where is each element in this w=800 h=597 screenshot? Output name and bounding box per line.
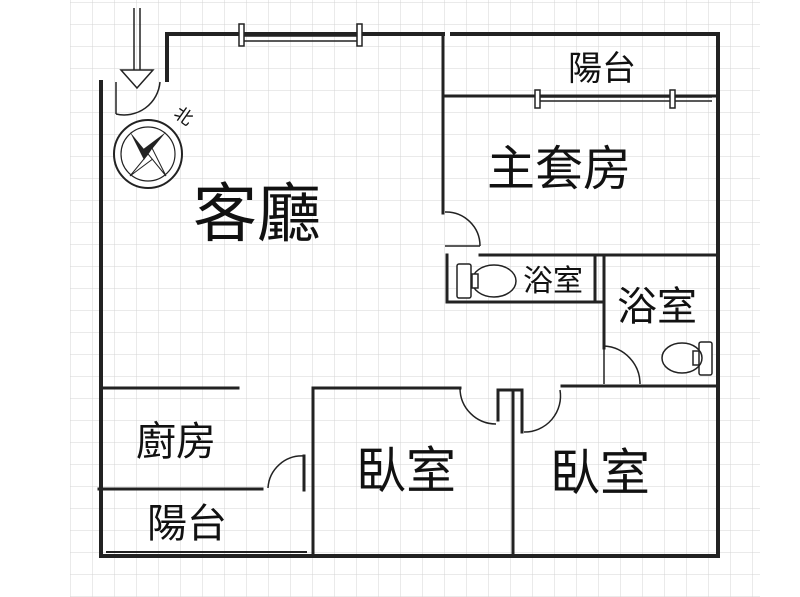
window-living-top — [238, 23, 363, 47]
room-label-bedroom-left: 臥室 — [356, 442, 456, 500]
room-label-living-room: 客廳 — [193, 178, 321, 252]
toilet-right-icon — [661, 341, 713, 376]
compass-rose-icon — [113, 119, 183, 189]
window-master-balcony — [534, 89, 712, 109]
door-master — [444, 211, 481, 247]
room-label-master-suite: 主套房 — [487, 141, 632, 197]
doors — [115, 81, 641, 489]
grid-background — [70, 0, 760, 597]
door-kitchen — [267, 455, 305, 489]
door-bath-right — [603, 345, 641, 385]
windows — [238, 23, 712, 109]
toilet-small-icon — [456, 263, 517, 299]
walls — [97, 32, 720, 558]
door-entrance — [115, 81, 161, 116]
door-bedroom-right — [523, 389, 562, 433]
entrance-arrow-icon — [119, 8, 155, 90]
room-label-balcony-bottom: 陽台 — [147, 501, 227, 547]
room-label-bathroom-right: 浴室 — [617, 284, 697, 330]
room-label-bedroom-right: 臥室 — [550, 444, 650, 502]
door-bedroom-left — [459, 387, 497, 425]
room-label-balcony-top: 陽台 — [568, 49, 636, 89]
room-label-bathroom-small: 浴室 — [523, 264, 583, 299]
room-label-kitchen: 廚房 — [136, 419, 216, 465]
